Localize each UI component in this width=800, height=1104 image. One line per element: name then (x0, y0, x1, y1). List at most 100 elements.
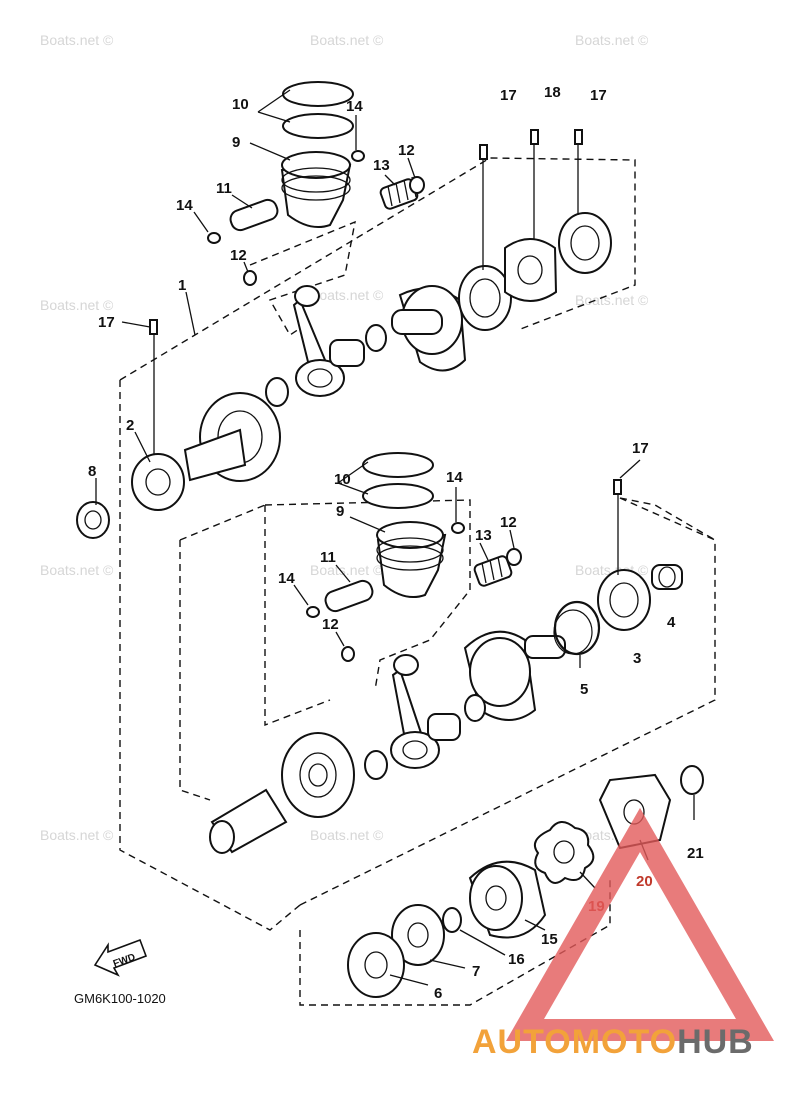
callout-14-lower-left: 14 (278, 570, 295, 587)
dowel-pin-lower (613, 479, 622, 495)
upper-crank-web-left (183, 392, 281, 482)
svg-text:AUTOMOTOHUB: AUTOMOTOHUB (472, 1023, 754, 1061)
upper-crank-shim (365, 324, 387, 352)
watermark-6: Boats.net © (575, 292, 649, 308)
lower-piston-pin (324, 579, 374, 613)
oil-seal (76, 501, 110, 539)
drive-flange (468, 860, 547, 939)
logo-text-automoto: AUTOMOTO (472, 1023, 677, 1061)
callout-21: 21 (687, 845, 704, 862)
callout-3: 3 (633, 650, 641, 667)
fwd-arrow-icon: FWD (93, 938, 148, 977)
callout-16: 16 (508, 951, 525, 968)
callout-17-top-right: 17 (590, 87, 607, 104)
lower-washer-right (506, 548, 522, 566)
upper-crank-bushing (329, 339, 365, 367)
upper-piston-rings (282, 81, 354, 139)
callout-13-upper: 13 (373, 157, 390, 174)
callout-12-lower-left: 12 (322, 616, 339, 633)
upper-seal-ring (504, 238, 558, 302)
watermark-10: Boats.net © (40, 827, 114, 843)
automotohub-logo: AUTOMOTOHUB (472, 807, 775, 1061)
left-main-bearing (131, 453, 185, 511)
snap-ring (553, 600, 601, 656)
rubber-damper (534, 821, 595, 884)
diagram-code: GM6K100-1020 (74, 991, 166, 1006)
lower-crank-washer (364, 750, 388, 780)
watermark-5: Boats.net © (310, 287, 384, 303)
upper-washer-left (243, 270, 257, 286)
upper-bearing-right (458, 265, 512, 331)
watermark-8: Boats.net © (310, 562, 384, 578)
callout-14-upper-right: 14 (346, 98, 363, 115)
second-crank-outline (179, 497, 716, 801)
thrust-washer (680, 765, 704, 795)
callout-9-upper: 9 (232, 134, 240, 151)
callout-18: 18 (544, 84, 561, 101)
spacer-plate (391, 904, 445, 966)
upper-piston-pin (229, 198, 279, 232)
watermark-3: Boats.net © (575, 32, 649, 48)
lower-piston (376, 521, 447, 598)
lower-piston-group-outline (264, 499, 471, 727)
callout-8: 8 (88, 463, 96, 480)
callout-13-lower: 13 (475, 527, 492, 544)
upper-clip-right (351, 150, 365, 162)
lower-bearing-right (597, 569, 651, 631)
lower-washer-left (341, 646, 355, 662)
callout-15: 15 (541, 931, 558, 948)
callout-9-lower: 9 (336, 503, 344, 520)
watermark-2: Boats.net © (310, 32, 384, 48)
upper-connecting-rod (292, 285, 345, 397)
lower-clip-right (451, 522, 465, 534)
lower-crank-bushing (427, 713, 461, 741)
callout-11-lower: 11 (320, 549, 336, 566)
watermark-1: Boats.net © (40, 32, 114, 48)
upper-crank-web-right (391, 285, 467, 372)
upper-piston (280, 151, 352, 228)
callout-2: 2 (126, 417, 134, 434)
watermark-4: Boats.net © (40, 297, 114, 313)
callout-11-upper: 11 (216, 180, 232, 197)
lower-crank-web-right (463, 630, 566, 721)
crank-sleeve (209, 788, 288, 854)
callout-12-upper-left: 12 (230, 247, 247, 264)
upper-bearing-far-right (558, 212, 612, 274)
callout-labels: 10 14 9 12 13 11 14 12 1 17 2 8 17 18 17… (88, 84, 704, 1002)
dowel-pins-top (149, 129, 583, 455)
callout-6: 6 (434, 985, 442, 1002)
watermarks: Boats.net © Boats.net © Boats.net © Boat… (40, 32, 649, 843)
starter-group-outline (299, 880, 611, 1006)
lower-piston-rings (362, 452, 434, 509)
lower-end-bushing (651, 564, 683, 590)
callout-17-lower: 17 (632, 440, 649, 457)
callout-14-upper-left: 14 (176, 197, 193, 214)
callout-17-top-left: 17 (500, 87, 517, 104)
upper-crank-washer (265, 377, 289, 407)
lower-needle-bearing (473, 555, 513, 587)
watermark-7: Boats.net © (40, 562, 114, 578)
lower-crank-shim (464, 694, 486, 722)
upper-clip-left (207, 232, 221, 244)
callout-17-left: 17 (98, 314, 115, 331)
callout-12-lower-right: 12 (500, 514, 517, 531)
callout-20: 20 (636, 873, 653, 890)
o-ring (442, 907, 462, 933)
callout-4: 4 (667, 614, 676, 631)
watermark-11: Boats.net © (310, 827, 384, 843)
callout-10-lower: 10 (334, 471, 351, 488)
callout-1: 1 (178, 277, 186, 294)
lower-clip-left (306, 606, 320, 618)
crankshaft-assembly-outline (119, 157, 716, 931)
callout-14-lower-right: 14 (446, 469, 463, 486)
lower-connecting-rod (390, 654, 440, 769)
callout-5: 5 (580, 681, 588, 698)
callout-12-upper-right: 12 (398, 142, 415, 159)
callout-10-upper: 10 (232, 96, 249, 113)
upper-washer-right (409, 176, 425, 194)
lower-crank-web-left (281, 732, 355, 818)
callout-7: 7 (472, 963, 480, 980)
cover-plate (347, 932, 405, 998)
